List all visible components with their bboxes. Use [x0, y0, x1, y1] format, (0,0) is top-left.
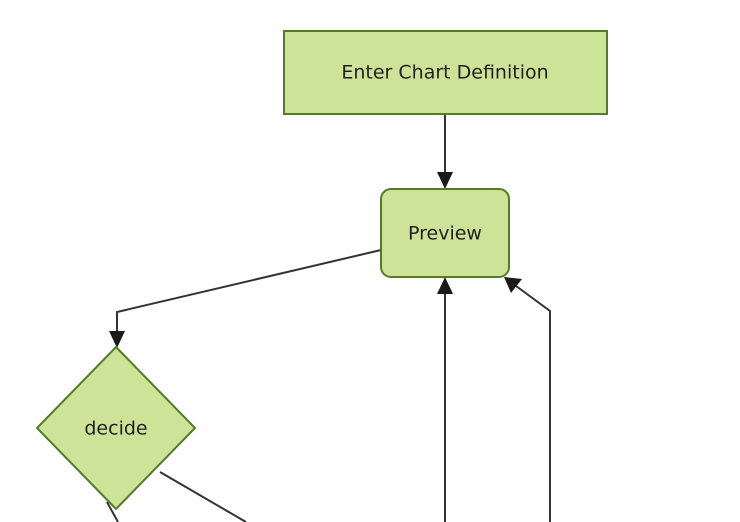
node-decide[interactable]: decide — [35, 345, 197, 511]
edge-line — [116, 249, 382, 338]
edge-preview-to-decide — [109, 249, 382, 348]
node-enter-chart-definition[interactable]: Enter Chart Definition — [283, 30, 608, 115]
node-preview[interactable]: Preview — [380, 188, 510, 278]
node-shape-rectangle — [283, 30, 608, 115]
edge-return-right-to-preview — [504, 277, 551, 522]
node-label-preview: Preview — [408, 223, 482, 245]
edge-return-center-to-preview — [437, 277, 453, 522]
edge-decide-right-out — [159, 471, 247, 522]
arrowhead-up-left-icon — [504, 277, 522, 293]
edge-line — [511, 282, 551, 522]
arrowhead-down-icon — [437, 172, 453, 189]
edge-enter-to-preview — [437, 114, 453, 189]
edge-line — [106, 501, 119, 522]
arrowhead-down-icon — [109, 331, 125, 348]
edge-line — [159, 471, 247, 522]
node-label-enter-chart-definition: Enter Chart Definition — [341, 62, 548, 84]
edge-decide-bottom-out — [106, 501, 119, 522]
node-shape-rounded-rectangle — [380, 188, 510, 278]
node-shape-diamond — [35, 345, 197, 511]
node-label-decide: decide — [84, 418, 147, 440]
arrowhead-up-icon — [437, 277, 453, 294]
